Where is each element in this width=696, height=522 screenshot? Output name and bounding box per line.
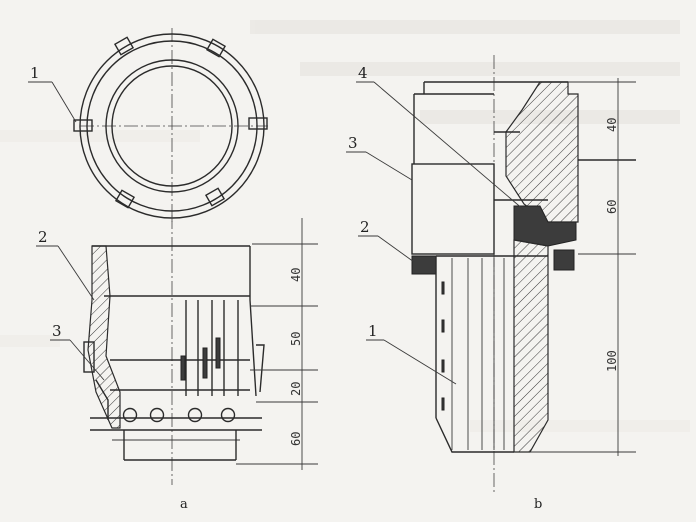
part-label-1: 1 bbox=[368, 322, 378, 340]
dimension-20: 20 bbox=[289, 382, 303, 396]
dimension-40: 40 bbox=[289, 268, 303, 282]
figure-b-dimensions: 40 60 100 bbox=[605, 118, 619, 372]
figure-a-top-view bbox=[73, 28, 268, 222]
figure-a-section-view bbox=[83, 215, 318, 485]
background-bleed-text bbox=[0, 20, 690, 432]
part-label-2: 2 bbox=[360, 218, 370, 236]
dimension-50: 50 bbox=[289, 332, 303, 346]
figure-a-part-labels: 1 2 3 bbox=[28, 64, 105, 381]
collet-fingers bbox=[180, 299, 265, 397]
part-label-1: 1 bbox=[30, 64, 40, 82]
part-label-4: 4 bbox=[358, 64, 368, 82]
dimension-60: 60 bbox=[289, 432, 303, 446]
dimension-60: 60 bbox=[605, 200, 619, 214]
dimension-100: 100 bbox=[605, 350, 619, 372]
dimension-40: 40 bbox=[605, 118, 619, 132]
figure-a-dimension-lines bbox=[236, 218, 318, 470]
bottom-holes bbox=[90, 407, 262, 461]
figure-b-caption: b bbox=[534, 497, 542, 512]
figure-a-dimensions: 40 50 20 60 bbox=[289, 268, 303, 446]
part-label-2: 2 bbox=[38, 228, 48, 246]
part-label-3: 3 bbox=[52, 322, 62, 340]
figure-b-assembly bbox=[411, 55, 636, 495]
figure-b-part-labels: 4 3 2 1 bbox=[346, 64, 525, 385]
part-label-3: 3 bbox=[348, 134, 358, 152]
figure-a-caption: a bbox=[180, 497, 188, 512]
